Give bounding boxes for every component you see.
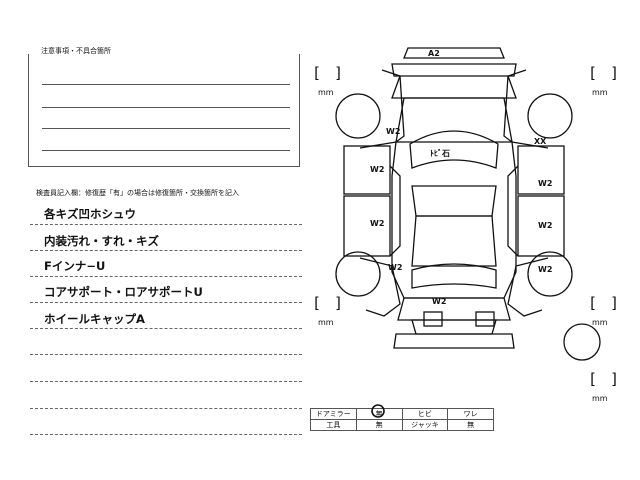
- mark-front-door-right: W2: [538, 179, 552, 188]
- cabin-outline: [391, 141, 517, 299]
- wheel-front-left: [335, 93, 381, 139]
- cell-jack: ジャッキ: [401, 419, 449, 431]
- right-rear-door: [517, 195, 565, 257]
- notes-box: [28, 54, 300, 167]
- unit-mm-rl: mm: [318, 318, 334, 327]
- tire-bracket-rr: [ ]: [588, 294, 622, 312]
- left-pillar: [389, 165, 401, 257]
- notes-line-1: [42, 84, 290, 85]
- mark-trunk: W2: [432, 297, 446, 306]
- equipment-row-1: ドアミラー 無 ヒビ ワレ: [310, 408, 494, 420]
- remark-3: Fインナ−U: [44, 259, 106, 273]
- tire-bracket-rl: [ ]: [312, 294, 346, 312]
- remark-line-8: [30, 408, 302, 409]
- unit-mm-fr: mm: [592, 88, 608, 97]
- left-rear-quarter: [359, 257, 401, 317]
- equipment-table: ドアミラー 無 ヒビ ワレ 工具 無 ジャッキ 無: [310, 408, 494, 431]
- tail-light-right: [475, 311, 495, 327]
- remark-1: 各キズ凹ホシュウ: [44, 207, 136, 221]
- notes-title: 注意事項・不具合箇所: [38, 46, 114, 56]
- left-front-door: [343, 145, 391, 195]
- hood-sides: [391, 75, 517, 99]
- remark-5: ホイールキャップA: [44, 312, 145, 326]
- cell-tools: 工具: [310, 419, 357, 431]
- right-front-fender: [503, 69, 549, 149]
- wheel-rear-right: [527, 251, 573, 297]
- remark-line-5: [30, 328, 302, 329]
- cell-door-mirror: ドアミラー: [310, 408, 357, 420]
- remark-line-9: [30, 434, 302, 435]
- equipment-row-2: 工具 無 ジャッキ 無: [310, 419, 494, 431]
- roof-front: [411, 185, 497, 217]
- cell-jack-value: 無: [447, 419, 494, 431]
- right-pillar: [507, 165, 519, 257]
- remark-2: 内装汚れ・すれ・キズ: [44, 234, 159, 248]
- hood-body: [395, 97, 513, 143]
- left-rear-door: [343, 195, 391, 257]
- tail-light-left: [423, 311, 443, 327]
- unit-mm-spare: mm: [592, 394, 608, 403]
- tire-bracket-fl: [ ]: [312, 64, 346, 82]
- mark-hood-right: XX: [534, 137, 547, 146]
- unit-mm-fl: mm: [318, 88, 334, 97]
- mark-rear-door-left: W2: [370, 219, 384, 228]
- remark-line-6: [30, 354, 302, 355]
- mark-rear-right: W2: [538, 265, 552, 274]
- spare-wheel: [563, 323, 601, 361]
- remark-line-1: [30, 224, 302, 225]
- inspector-label: 検査員記入欄：修復歴「有」の場合は修復箇所・交換箇所を記入: [36, 189, 239, 197]
- right-rear-quarter: [507, 257, 549, 317]
- cell-break: ワレ: [447, 408, 494, 420]
- tire-bracket-fr: [ ]: [588, 64, 622, 82]
- mark-hood-left: W2: [386, 127, 400, 136]
- cell-crack: ヒビ: [401, 408, 449, 420]
- notes-line-3: [42, 128, 290, 129]
- remark-line-4: [30, 302, 302, 303]
- remark-line-7: [30, 381, 302, 382]
- right-front-door: [517, 145, 565, 195]
- mark-rear-left: W2: [388, 263, 402, 272]
- roof-rear: [411, 215, 497, 267]
- remark-line-3: [30, 276, 302, 277]
- mark-roof: A2: [428, 49, 440, 58]
- remark-4: コアサポート・ロアサポートU: [44, 285, 203, 299]
- rear-bumper: [393, 333, 515, 349]
- tire-bracket-spare: [ ]: [588, 370, 622, 388]
- mark-rear-door-right: W2: [538, 221, 552, 230]
- unit-mm-rr: mm: [592, 318, 608, 327]
- mark-windshield: ﾄﾋﾞ石: [430, 148, 450, 158]
- remark-line-2: [30, 250, 302, 251]
- notes-line-4: [42, 150, 290, 151]
- windshield: [409, 130, 499, 169]
- front-panel-outline: [403, 47, 505, 59]
- wheel-front-right: [527, 93, 573, 139]
- car-diagram: A2 ﾄﾋﾞ石 W2 XX W2 W2 W2 W2 W2 W2 W2: [335, 47, 601, 361]
- rear-window: [411, 263, 497, 289]
- mark-front-door-left: W2: [370, 165, 384, 174]
- circle-mark-icon: [371, 404, 385, 418]
- cell-tools-value: 無: [355, 419, 403, 431]
- hood-front-outline: [391, 63, 517, 77]
- trunk-lid: [397, 297, 511, 321]
- wheel-rear-left: [335, 251, 381, 297]
- left-front-fender: [359, 69, 405, 149]
- notes-line-2: [42, 107, 290, 108]
